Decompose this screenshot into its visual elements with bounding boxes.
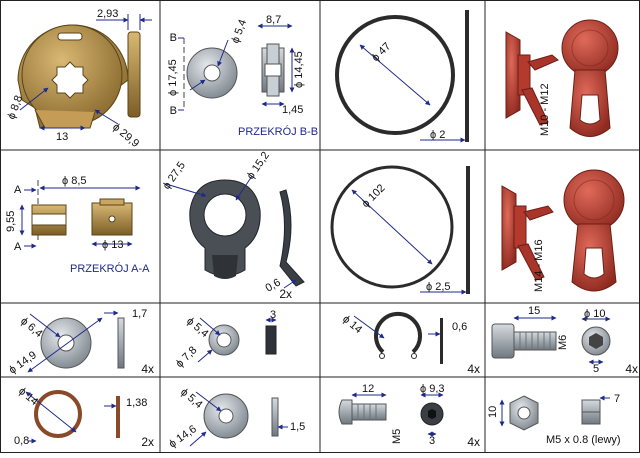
gear-disc-dim-thickness: 2,93 bbox=[97, 8, 118, 20]
copper-washer-part: ϕ 14 0,8 1,38 2x bbox=[14, 385, 154, 449]
circlip-dim-diameter: ϕ 14 bbox=[340, 313, 364, 336]
screw-m5-dim-hex: 3 bbox=[429, 435, 435, 447]
strap-m10-m12-part: M10 - M12 bbox=[505, 19, 619, 137]
washer-14-9-qty: 4x bbox=[141, 362, 154, 376]
washer-14-9-part: ϕ 6,4 ϕ 14,9 1,7 4x bbox=[7, 308, 154, 376]
oring-47-dim-section: ϕ 2 bbox=[430, 129, 445, 141]
section-marker-a-bottom: A bbox=[14, 241, 22, 253]
section-marker-b-bottom: B bbox=[170, 105, 177, 117]
washer-14-9-dim-thickness: 1,7 bbox=[132, 308, 147, 320]
strap-size-label-2: M14 - M16 bbox=[533, 239, 545, 292]
circlip-qty: 4x bbox=[467, 362, 480, 376]
washer-14-6-dim-thickness: 1,5 bbox=[290, 421, 305, 433]
oring-102-dim-diameter: ϕ 102 bbox=[360, 182, 388, 210]
screw-m5-dim-length: 12 bbox=[362, 383, 374, 395]
bushing-bb-dim-length: 8,7 bbox=[266, 14, 281, 26]
screw-m5-dim-head: ϕ 9,3 bbox=[420, 383, 445, 395]
copper-washer-dim-section: 0,8 bbox=[14, 435, 29, 447]
bushing-aa-dim-height: 9,55 bbox=[5, 211, 17, 232]
boot-seal-part: ϕ 27,5 ϕ 15,2 0,6 2x bbox=[161, 150, 305, 301]
copper-washer-qty: 2x bbox=[141, 435, 154, 449]
bolt-m6-dim-head: ϕ 10 bbox=[584, 308, 605, 320]
bushing-bb-dim-inner: ϕ 5,4 bbox=[230, 18, 250, 45]
strap-size-label-1: M10 - M12 bbox=[539, 83, 551, 136]
oring-102-part: ϕ 102 ϕ 2,5 bbox=[330, 165, 470, 295]
bushing-bb-part: B B ϕ 17,45 ϕ 5,4 8,7 ϕ 14,45 1,45 PRZEK… bbox=[167, 14, 318, 138]
section-marker-a-top: A bbox=[14, 184, 22, 196]
washer-14-6-part: ϕ 5,4 ϕ 14,6 1,5 bbox=[167, 386, 305, 450]
copper-washer-dim-thickness: 1,38 bbox=[126, 397, 147, 409]
gear-disc-part: 2,93 ϕ 8,8 13 ϕ 29,9 bbox=[6, 8, 152, 150]
circlip-dim-thickness: 0,6 bbox=[452, 321, 467, 333]
washer-14-9-dim-outer: ϕ 14,9 bbox=[7, 349, 39, 376]
bushing-bb-dim-outer: ϕ 17,45 bbox=[167, 59, 179, 96]
bushing-aa-dim-inner: ϕ 8,5 bbox=[62, 175, 87, 187]
screw-m5-part: 12 M5 ϕ 9,3 3 4x bbox=[338, 383, 480, 449]
boot-seal-dim-inner: ϕ 15,2 bbox=[245, 150, 272, 182]
strap-m14-m16-part: M14 - M16 bbox=[501, 169, 625, 292]
gear-disc-dim-small: ϕ 8,8 bbox=[6, 94, 26, 121]
screw-m5-qty: 4x bbox=[467, 435, 480, 449]
gear-disc-dim-width: 13 bbox=[56, 131, 68, 143]
bushing-aa-part: A A 9,55 ϕ 8,5 ϕ 13 PRZEKRÓJ A-A bbox=[5, 175, 150, 275]
nut-m5-dim-height: 7 bbox=[614, 393, 620, 405]
nut-m5-dim-width: 10 bbox=[487, 406, 499, 418]
section-label-bb: PRZEKRÓJ B-B bbox=[238, 125, 318, 138]
bolt-m6-dim-length: 15 bbox=[528, 305, 540, 317]
section-marker-b-top: B bbox=[170, 32, 177, 44]
washer-7-8-dim-thickness: 3 bbox=[270, 309, 276, 321]
circlip-part: ϕ 14 0,6 4x bbox=[340, 311, 480, 376]
oring-47-part: ϕ 47 ϕ 2 bbox=[335, 10, 469, 143]
screw-m5-dim-thread: M5 bbox=[391, 429, 403, 444]
bushing-aa-dim-outer: ϕ 13 bbox=[102, 239, 123, 251]
nut-m5-thread-note: M5 x 0.8 (lewy) bbox=[546, 434, 621, 446]
section-label-aa: PRZEKRÓJ A-A bbox=[70, 262, 150, 275]
washer-7-8-dim-outer: ϕ 7,8 bbox=[174, 344, 200, 370]
bolt-m6-dim-hex: 5 bbox=[593, 363, 599, 375]
boot-seal-qty: 2x bbox=[279, 287, 292, 301]
gear-disc-dim-outer: ϕ 29,9 bbox=[110, 121, 141, 150]
washer-14-6-dim-inner: ϕ 5,4 bbox=[178, 386, 204, 411]
washer-14-6-dim-outer: ϕ 14,6 bbox=[167, 423, 199, 450]
bushing-bb-dim-height: ϕ 14,45 bbox=[293, 51, 305, 88]
oring-47-dim-diameter: ϕ 47 bbox=[370, 40, 394, 64]
nut-m5-part: 10 7 M5 x 0.8 (lewy) bbox=[487, 393, 621, 446]
bolt-m6-qty: 4x bbox=[625, 362, 638, 376]
bolt-m6-dim-thread: M6 bbox=[557, 335, 569, 350]
oring-102-dim-section: ϕ 2,5 bbox=[426, 281, 451, 293]
washer-7-8-part: ϕ 5,4 ϕ 7,8 3 bbox=[174, 309, 277, 370]
washer-7-8-dim-inner: ϕ 5,4 bbox=[184, 315, 210, 340]
bushing-bb-dim-groove: 1,45 bbox=[282, 104, 303, 116]
bolt-m6-part: 15 M6 ϕ 10 5 4x bbox=[491, 305, 638, 376]
washer-14-9-dim-inner: ϕ 6,4 bbox=[18, 315, 44, 340]
